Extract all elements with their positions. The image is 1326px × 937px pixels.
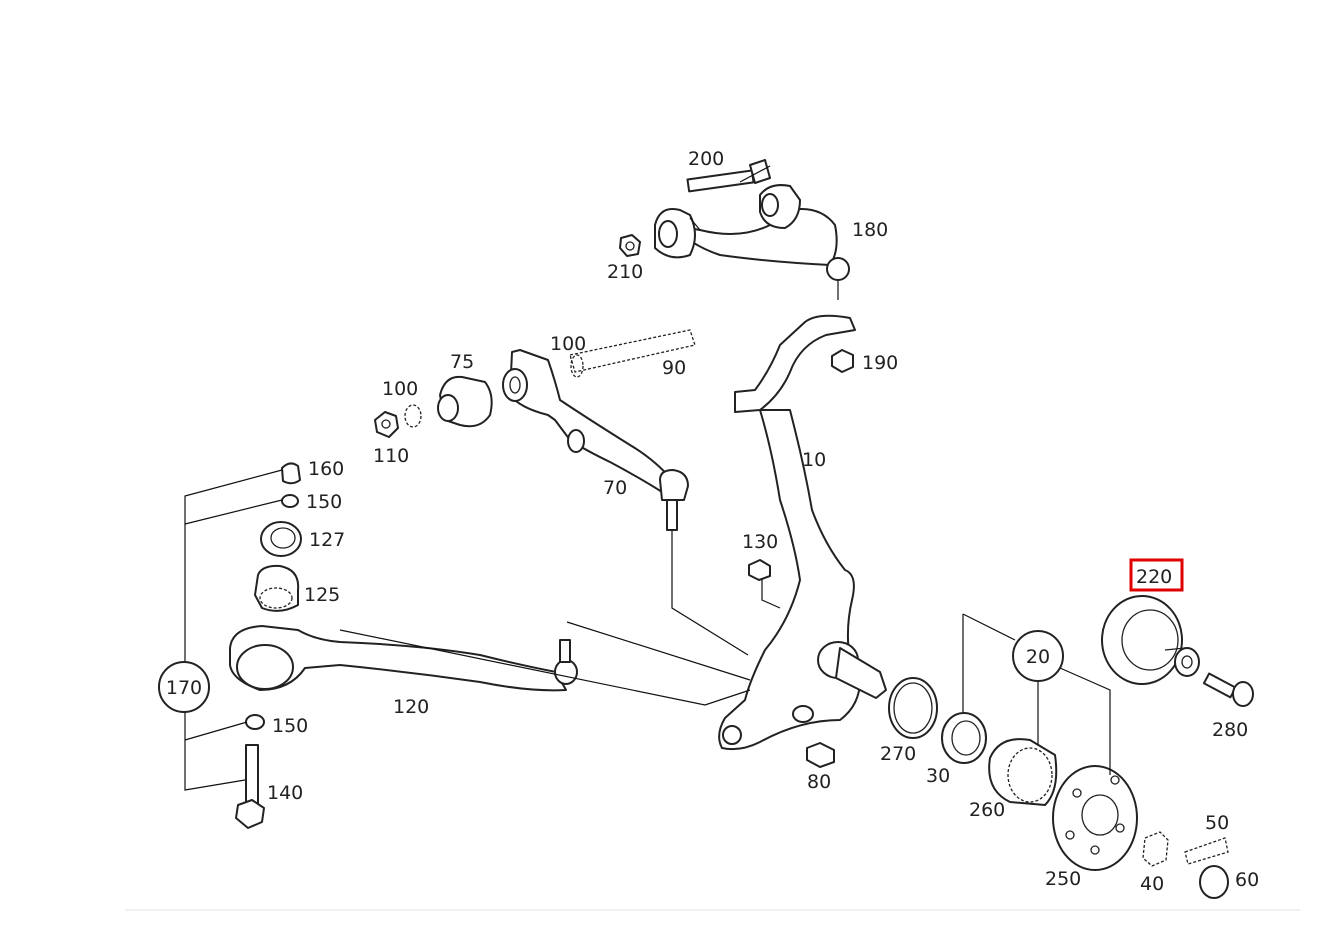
strut-washer[interactable]: [404, 404, 422, 428]
knuckle-nut-bottom[interactable]: [806, 742, 835, 768]
callout-80[interactable]: 80: [807, 771, 831, 793]
callout-20-group: 20: [1012, 630, 1064, 682]
lower-arm-mount[interactable]: [260, 521, 302, 557]
callout-280[interactable]: 280: [1212, 719, 1248, 741]
wheel-stud[interactable]: [1184, 837, 1229, 865]
hub-bolt[interactable]: [1202, 672, 1254, 707]
circlip[interactable]: [888, 677, 938, 739]
highlight-220-group: 220: [1129, 558, 1184, 592]
lug-nut[interactable]: [1142, 831, 1169, 867]
wheel-hub[interactable]: [1052, 765, 1138, 871]
callout-200[interactable]: 200: [688, 148, 724, 170]
seal-ring[interactable]: [941, 712, 987, 764]
callout-10[interactable]: 10: [802, 449, 826, 471]
callout-220[interactable]: 220: [1136, 566, 1172, 588]
callout-270[interactable]: 270: [880, 743, 916, 765]
callout-90[interactable]: 90: [662, 357, 686, 379]
callout-190[interactable]: 190: [862, 352, 898, 374]
strut-bolt[interactable]: [569, 329, 696, 378]
callout-127[interactable]: 127: [309, 529, 345, 551]
callout-100-upper[interactable]: 100: [550, 333, 586, 355]
callout-170-group: 170: [158, 661, 210, 713]
callout-125[interactable]: 125: [304, 584, 340, 606]
lower-control-arm[interactable]: [229, 625, 578, 692]
callout-50[interactable]: 50: [1205, 812, 1229, 834]
callout-140[interactable]: 140: [267, 782, 303, 804]
knuckle-nut-side[interactable]: [748, 559, 771, 581]
lower-arm-bushing[interactable]: [254, 564, 300, 612]
callout-210[interactable]: 210: [607, 261, 643, 283]
tension-strut[interactable]: [502, 349, 689, 531]
strut-nut[interactable]: [374, 411, 399, 438]
callout-110[interactable]: 110: [373, 445, 409, 467]
callout-labels: 200 180 210 100 90 190 75 100 110 10 70 …: [267, 148, 1259, 895]
upper-control-arm[interactable]: [654, 184, 850, 300]
upper-arm-nut[interactable]: [619, 234, 641, 257]
callout-75[interactable]: 75: [450, 351, 474, 373]
wheel-bearing[interactable]: [988, 738, 1058, 806]
dust-cap[interactable]: [1199, 865, 1229, 899]
callout-40[interactable]: 40: [1140, 873, 1164, 895]
callout-100-lower[interactable]: 100: [382, 378, 418, 400]
steering-knuckle[interactable]: [718, 314, 887, 751]
lower-arm-bolt[interactable]: [235, 744, 265, 829]
lower-arm-washer-bottom[interactable]: [245, 714, 265, 730]
leader-lines: [184, 165, 1111, 791]
lower-arm-washer-top[interactable]: [281, 494, 299, 508]
lower-arm-nut[interactable]: [281, 462, 301, 485]
callout-70[interactable]: 70: [603, 477, 627, 499]
knuckle-nut-small[interactable]: [831, 349, 854, 373]
upper-arm-bolt[interactable]: [686, 159, 771, 193]
drive-shaft-part[interactable]: [1101, 595, 1200, 685]
callout-150-top[interactable]: 150: [306, 491, 342, 513]
callout-150-bottom[interactable]: 150: [272, 715, 308, 737]
highlight-box: [1129, 558, 1184, 592]
callout-30[interactable]: 30: [926, 765, 950, 787]
callout-170[interactable]: 170: [166, 677, 202, 699]
callout-20[interactable]: 20: [1026, 646, 1050, 668]
callout-130[interactable]: 130: [742, 531, 778, 553]
callout-60[interactable]: 60: [1235, 869, 1259, 891]
callout-250[interactable]: 250: [1045, 868, 1081, 890]
callout-260[interactable]: 260: [969, 799, 1005, 821]
callout-120[interactable]: 120: [393, 696, 429, 718]
callout-180[interactable]: 180: [852, 219, 888, 241]
callout-160[interactable]: 160: [308, 458, 344, 480]
strut-bushing[interactable]: [437, 375, 493, 428]
